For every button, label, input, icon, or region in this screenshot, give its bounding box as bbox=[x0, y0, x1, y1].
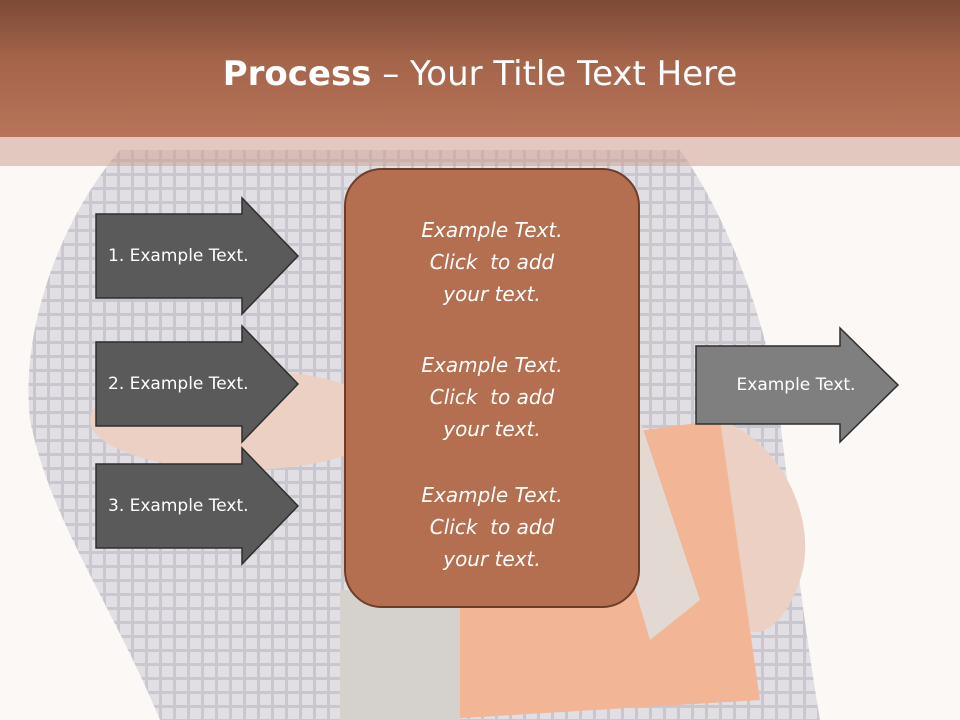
title-bar-strip bbox=[0, 137, 960, 166]
arrow-shape bbox=[695, 326, 900, 444]
arrow-shape bbox=[95, 196, 300, 316]
step-arrow-2[interactable]: 2. Example Text. bbox=[95, 324, 300, 444]
step-arrow-1[interactable]: 1. Example Text. bbox=[95, 196, 300, 316]
step-arrow-3[interactable]: 3. Example Text. bbox=[95, 446, 300, 566]
text-line: Click to add bbox=[429, 250, 555, 274]
text-line: Example Text. bbox=[421, 218, 563, 242]
center-text-block-2: Example Text. Click to add your text. bbox=[346, 349, 638, 445]
center-text-block-1: Example Text. Click to add your text. bbox=[346, 214, 638, 310]
slide-title[interactable]: Process – Your Title Text Here bbox=[0, 52, 960, 96]
result-arrow-label: Example Text. bbox=[736, 375, 856, 395]
title-bar bbox=[0, 0, 960, 137]
arrow-shape bbox=[95, 446, 300, 566]
center-text-box[interactable]: Example Text. Click to add your text. Ex… bbox=[344, 168, 640, 608]
text-line: Click to add bbox=[429, 385, 555, 409]
title-bold: Process bbox=[222, 54, 372, 94]
center-text-block-3: Example Text. Click to add your text. bbox=[346, 479, 638, 575]
step-arrow-label: 1. Example Text. bbox=[108, 246, 249, 266]
step-arrow-label: 3. Example Text. bbox=[108, 496, 249, 516]
arrow-shape bbox=[95, 324, 300, 444]
result-arrow[interactable]: Example Text. bbox=[695, 326, 900, 444]
text-line: Example Text. bbox=[421, 483, 563, 507]
text-line: Click to add bbox=[429, 515, 555, 539]
text-line: Example Text. bbox=[421, 353, 563, 377]
title-rest: – Your Title Text Here bbox=[371, 54, 738, 94]
text-line: your text. bbox=[443, 417, 541, 441]
step-arrow-label: 2. Example Text. bbox=[108, 374, 249, 394]
text-line: your text. bbox=[443, 547, 541, 571]
text-line: your text. bbox=[443, 282, 541, 306]
